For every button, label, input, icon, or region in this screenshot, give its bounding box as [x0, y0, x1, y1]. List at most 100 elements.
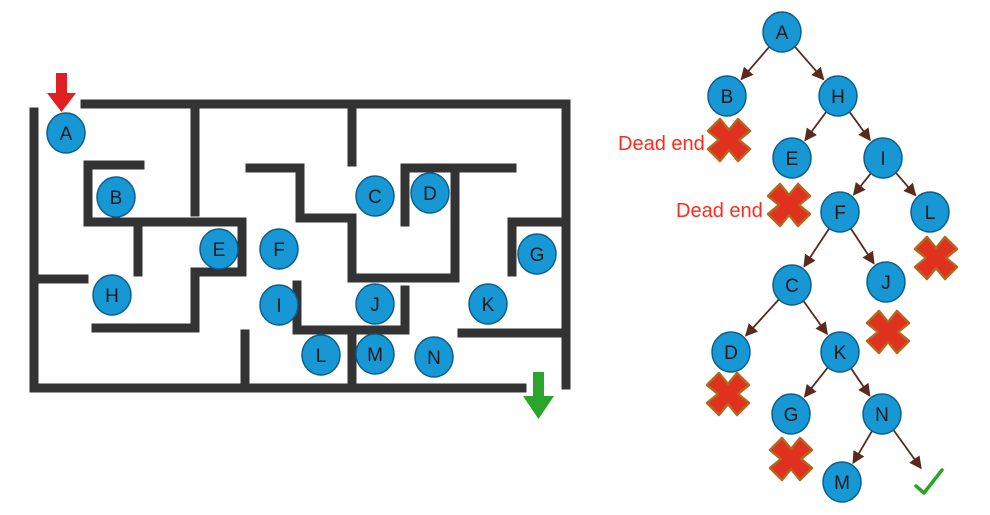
- tree-node-g: G: [771, 393, 811, 435]
- dead-end-label: Dead end: [676, 200, 763, 222]
- check-icon: [914, 468, 944, 495]
- node-label: H: [105, 286, 119, 307]
- maze-node-i: I: [259, 284, 299, 326]
- maze-node-f: F: [259, 228, 299, 270]
- node-circle: [414, 336, 454, 378]
- dead-end-cross-icon: [865, 309, 911, 355]
- node-label: G: [530, 245, 545, 266]
- tree-node-b: B: [707, 75, 747, 117]
- tree-edge: [794, 46, 825, 81]
- node-label: H: [831, 87, 845, 108]
- tree-node-c: C: [772, 264, 812, 306]
- node-label: K: [482, 295, 495, 316]
- exit-arrow: [523, 372, 554, 419]
- tree-node-h: H: [818, 75, 858, 117]
- node-circle: [820, 331, 860, 373]
- node-label: M: [367, 345, 383, 366]
- node-label: E: [213, 240, 226, 261]
- node-circle: [822, 461, 862, 503]
- node-label: E: [786, 149, 799, 170]
- dead-end-cross-icon: [766, 182, 812, 228]
- tree-node-f: F: [820, 191, 860, 233]
- node-circle: [259, 284, 299, 326]
- tree-edge: [744, 299, 780, 337]
- tree-edge: [852, 173, 872, 196]
- dead-end-cross-icon: [706, 117, 752, 163]
- node-label: C: [785, 276, 799, 297]
- maze-node-b: B: [96, 176, 136, 218]
- maze-node-a: A: [46, 112, 86, 154]
- node-label: D: [423, 184, 437, 205]
- node-label: D: [724, 343, 738, 364]
- tree-edge: [850, 228, 875, 265]
- tree-edge: [850, 368, 871, 397]
- node-label: F: [273, 240, 285, 261]
- node-circle: [820, 191, 860, 233]
- node-label: B: [721, 87, 734, 108]
- tree-edge: [740, 46, 770, 81]
- maze-node-e: E: [199, 228, 239, 270]
- node-circle: [355, 175, 395, 217]
- node-label: L: [316, 346, 327, 367]
- maze-node-d: D: [410, 172, 450, 214]
- tree-edge: [802, 300, 828, 336]
- tree-edge: [892, 429, 922, 470]
- node-circle: [468, 283, 508, 325]
- node-circle: [772, 137, 812, 179]
- node-circle: [517, 233, 557, 275]
- node-label: K: [834, 343, 847, 364]
- tree-edge: [803, 367, 829, 398]
- node-circle: [762, 11, 802, 53]
- maze-node-h: H: [92, 274, 132, 316]
- maze: A B C D E F G H I J K L M N: [29, 73, 571, 419]
- dead-end-cross-icon: [768, 436, 814, 482]
- tree-node-l: L: [910, 191, 950, 233]
- node-circle: [259, 228, 299, 270]
- node-circle: [772, 264, 812, 306]
- node-circle: [863, 137, 903, 179]
- node-circle: [866, 261, 906, 303]
- tree-edge: [803, 228, 830, 268]
- node-circle: [92, 274, 132, 316]
- dead-end-label: Dead end: [618, 133, 705, 155]
- node-label: B: [110, 188, 123, 209]
- tree-node-a: A: [762, 11, 802, 53]
- node-label: N: [875, 405, 889, 426]
- node-circle: [46, 112, 86, 154]
- node-label: C: [368, 187, 382, 208]
- tree-edge: [849, 111, 871, 142]
- node-label: A: [776, 23, 789, 44]
- node-label: J: [370, 295, 380, 316]
- node-circle: [818, 75, 858, 117]
- maze-walls: [29, 99, 571, 393]
- maze-node-m: M: [355, 333, 395, 375]
- tree-node-d: D: [711, 331, 751, 373]
- dead-end-cross-icon: [913, 235, 959, 281]
- node-circle: [711, 331, 751, 373]
- maze-node-k: K: [468, 283, 508, 325]
- tree-edge: [804, 111, 827, 142]
- start-arrow: [47, 73, 76, 112]
- node-label: F: [834, 203, 846, 224]
- node-circle: [96, 176, 136, 218]
- maze-node-j: J: [355, 283, 395, 325]
- node-circle: [355, 283, 395, 325]
- node-label: L: [925, 203, 936, 224]
- maze-node-n: N: [414, 336, 454, 378]
- tree-edge: [852, 430, 873, 465]
- dead-end-cross-icon: [705, 371, 751, 417]
- node-circle: [355, 333, 395, 375]
- node-label: N: [427, 348, 441, 369]
- tree-node-j: J: [866, 261, 906, 303]
- search-tree: Dead end Dead end A B H E I F L C J D K G N M: [618, 11, 959, 503]
- maze-node-l: L: [301, 334, 341, 376]
- node-label: M: [834, 473, 850, 494]
- node-circle: [707, 75, 747, 117]
- maze-node-c: C: [355, 175, 395, 217]
- node-label: I: [276, 296, 281, 317]
- node-circle: [199, 228, 239, 270]
- tree-node-m: M: [822, 461, 862, 503]
- node-label: I: [880, 149, 885, 170]
- tree-node-k: K: [820, 331, 860, 373]
